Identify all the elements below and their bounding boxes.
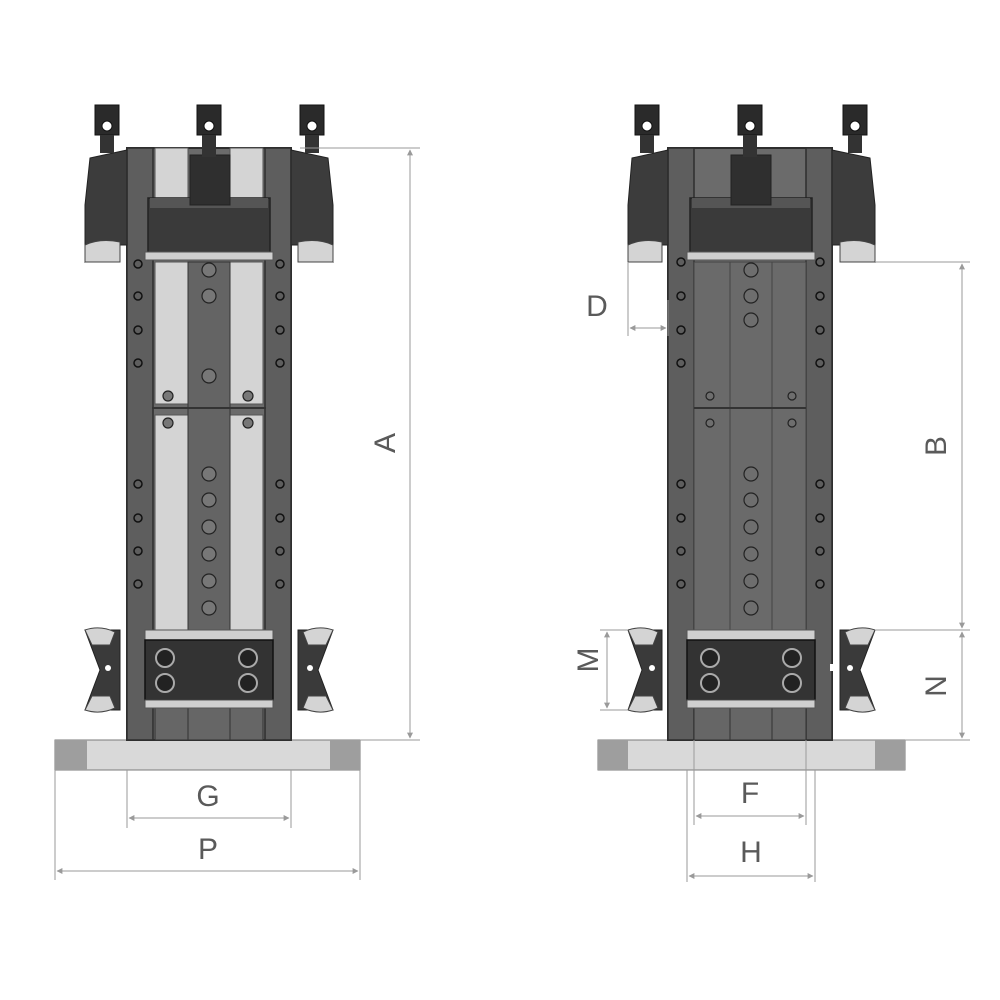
dimension-f: F bbox=[693, 740, 807, 825]
side-holes-left bbox=[133, 259, 285, 589]
top-fittings-side bbox=[634, 104, 868, 157]
label-m: M bbox=[572, 648, 605, 673]
lower-clamp bbox=[84, 627, 334, 713]
dimension-h: H bbox=[686, 770, 816, 882]
label-h: H bbox=[740, 836, 762, 869]
top-carriage-side bbox=[686, 154, 816, 261]
label-d: D bbox=[586, 290, 608, 323]
label-p: P bbox=[198, 833, 218, 866]
top-fittings bbox=[94, 104, 325, 157]
dimension-g: G bbox=[126, 770, 292, 828]
base-plate bbox=[54, 739, 361, 771]
top-side-blocks-side bbox=[627, 149, 876, 263]
label-a: A bbox=[369, 433, 402, 453]
dimension-a: A bbox=[300, 147, 420, 741]
dimension-m: M bbox=[572, 629, 628, 711]
label-f: F bbox=[741, 777, 759, 810]
dimension-b: B bbox=[875, 261, 970, 631]
dimension-n: N bbox=[905, 631, 970, 741]
dimension-p: P bbox=[54, 770, 361, 880]
rail-holes-right bbox=[705, 262, 797, 616]
base-plate-side bbox=[597, 739, 906, 771]
label-b: B bbox=[920, 436, 953, 456]
dimension-d: D bbox=[586, 262, 669, 336]
side-holes-right bbox=[676, 257, 825, 589]
rail-holes-left bbox=[162, 262, 254, 616]
label-g: G bbox=[196, 780, 219, 813]
top-side-blocks bbox=[84, 149, 334, 263]
top-carriage bbox=[144, 154, 274, 261]
label-n: N bbox=[920, 675, 953, 697]
front-view: A G P bbox=[54, 104, 420, 880]
side-view: D B N M F bbox=[572, 104, 970, 882]
lower-clamp-side bbox=[627, 627, 876, 713]
